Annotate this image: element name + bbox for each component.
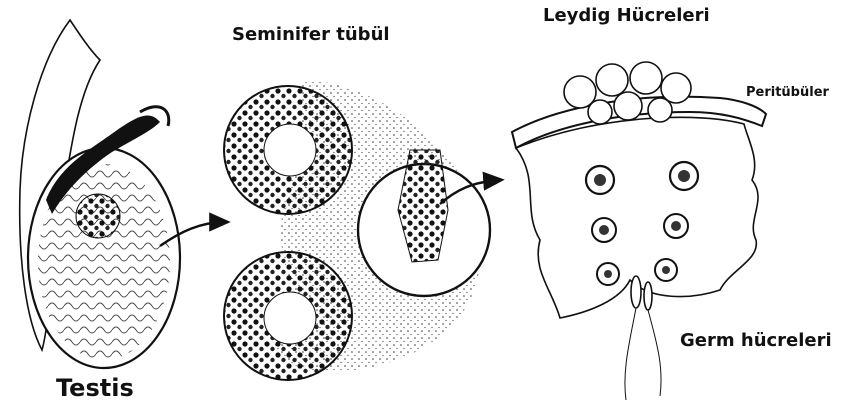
testis-drawing: [20, 20, 180, 368]
tubule-upper-lumen: [264, 124, 316, 176]
label-peritubular: Peritübüler: [746, 85, 829, 100]
label-testis: Testis: [56, 374, 134, 402]
label-seminiferous-tubule: Seminifer tübül: [232, 24, 390, 45]
rete-testis: [76, 194, 120, 238]
label-germ-cells: Germ hücreleri: [680, 330, 832, 351]
label-leydig-cells: Leydig Hücreleri: [543, 5, 710, 26]
tubule-cross-section: [224, 80, 490, 380]
tubule-lower-lumen: [264, 292, 316, 344]
